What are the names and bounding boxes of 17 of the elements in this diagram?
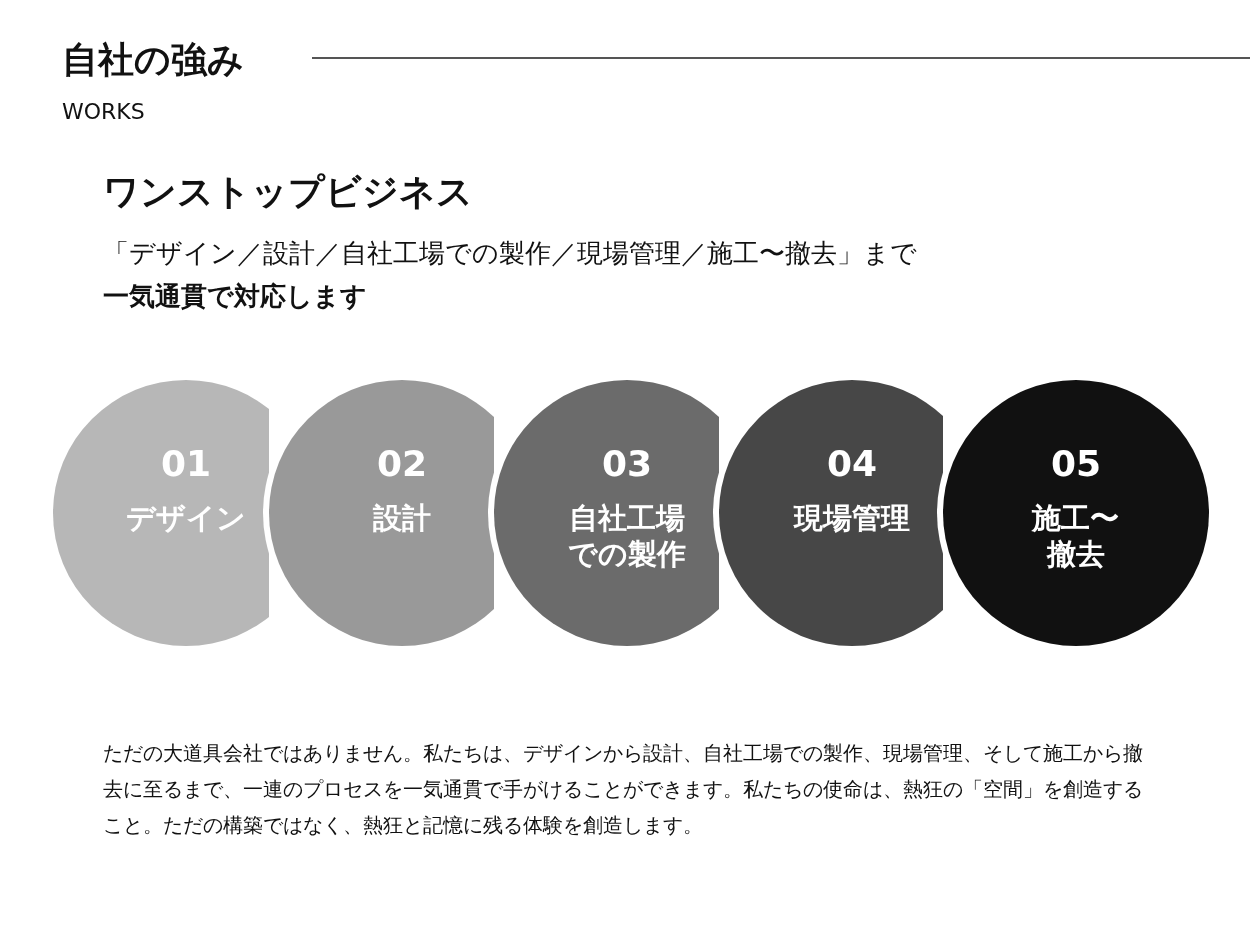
description-paragraph: ただの大道具会社ではありません。私たちは、デザインから設計、自社工場での製作、現場管理、そして施工から撤去に至るまで、一連のプロセスを一気通貫で手がけることができます。私たちの使命は、熱狂の「空間」を創造すること。ただの構築ではなく、熱狂と記憶に残る体験を創造します。 <box>103 741 1144 839</box>
lead-text-bold: 一気通貫で対応します <box>103 280 367 313</box>
lead-text: 「デザイン／設計／自社工場での製作／現場管理／施工〜撤去」まで <box>103 237 917 270</box>
step-number: 01 <box>160 442 212 486</box>
step-label: 施工〜撤去 <box>1030 500 1121 572</box>
step-label: 現場管理 <box>794 500 910 536</box>
step-circle <box>943 380 1209 646</box>
step-number: 05 <box>1050 442 1102 486</box>
page-title: 自社の強み <box>62 38 244 82</box>
step-number: 04 <box>826 442 878 486</box>
step-label: 設計 <box>373 500 431 536</box>
section-label: WORKS <box>62 98 145 126</box>
step-number: 02 <box>376 442 428 486</box>
step-label: デザイン <box>126 500 246 536</box>
step-label: 自社工場での製作 <box>567 500 687 572</box>
subheading: ワンストップビジネス <box>103 170 473 214</box>
step-number: 03 <box>601 442 653 486</box>
